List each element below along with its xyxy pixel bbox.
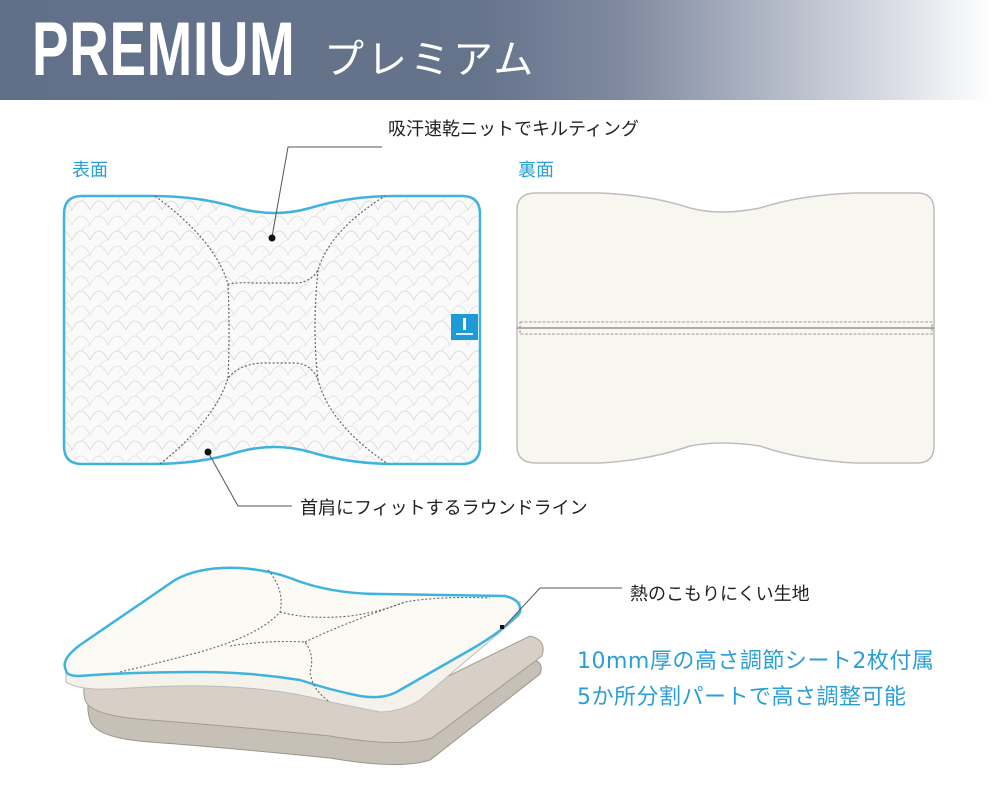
- pillow-3d-with-sheets: [63, 566, 622, 766]
- callout-round-line: 首肩にフィットするラウンドライン: [300, 498, 588, 519]
- callout-breathable-fabric: 熱のこもりにくい生地: [630, 584, 810, 605]
- back-pillow: [516, 192, 935, 464]
- front-pillow: [62, 146, 482, 507]
- back-side-label: 裏面: [518, 160, 554, 181]
- brand-tag: [451, 314, 478, 340]
- page-subtitle: プレミアム: [324, 37, 537, 83]
- callout-quilting: 吸汗速乾ニットでキルティング: [388, 119, 639, 140]
- feature-height-sheets: 10mm厚の高さ調節シート2枚付属: [577, 649, 935, 674]
- header-banner: PREMIUM プレミアム: [0, 0, 1000, 100]
- page-title: PREMIUM: [32, 7, 296, 92]
- front-side-label: 表面: [72, 160, 108, 181]
- feature-split-parts: 5か所分割パートで高さ調整可能: [577, 685, 907, 710]
